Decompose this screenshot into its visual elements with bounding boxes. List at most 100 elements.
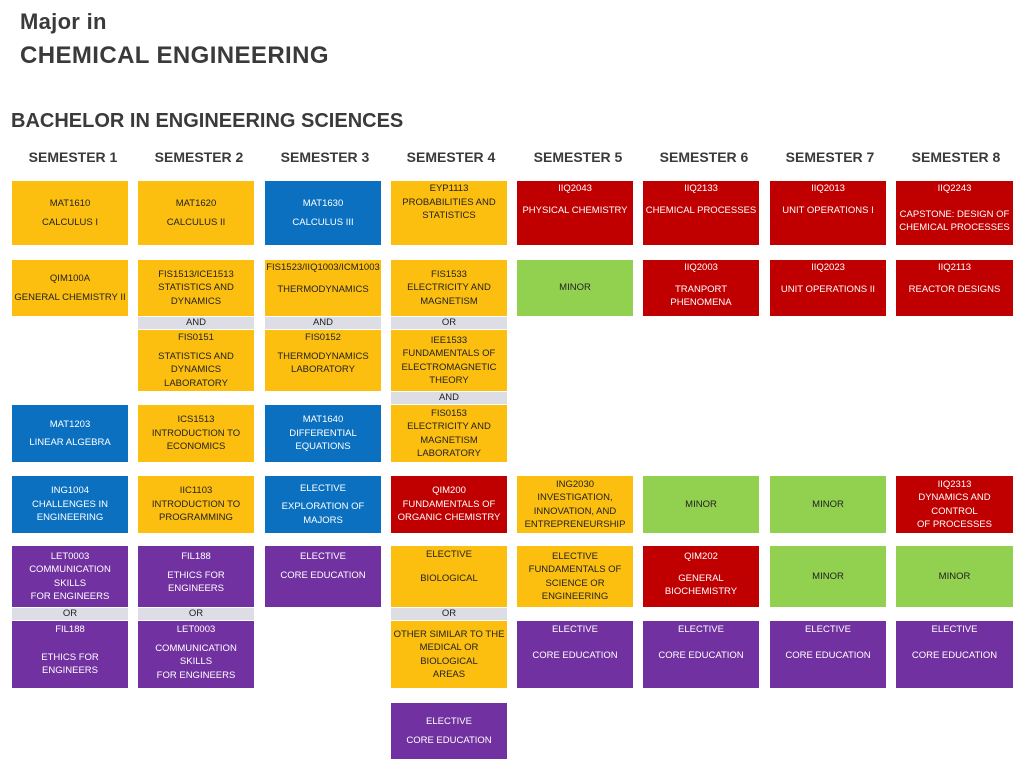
connector-and: AND [391,392,507,404]
course-name: STATISTICS AND DYNAMICS LABORATORY [158,350,234,389]
course-code: FIS1523/IIQ1003/ICM1003 [266,262,380,273]
course-name: FUNDAMENTALS OF ORGANIC CHEMISTRY [397,498,501,524]
course-code: ELECTIVE [805,624,851,635]
course-name: INTRODUCTION TO ECONOMICS [151,427,241,453]
course-name: EXPLORATION OF MAJORS [281,501,365,526]
course-box: OTHER SIMILAR TO THE MEDICAL OR BIOLOGIC… [391,621,507,688]
course-name: DYNAMICS AND CONTROL OF PROCESSES [917,492,992,530]
semester-header-3: SEMESTER 3 [280,149,370,165]
course-name: THERMODYNAMICS LABORATORY [277,350,369,376]
semester-header-5: SEMESTER 5 [533,149,623,165]
program-title: BACHELOR IN ENGINEERING SCIENCES [11,110,404,132]
course-code: IIQ2023 [811,262,845,273]
course-code: ELECTIVE [426,716,472,727]
course-box: IEE1533 FUNDAMENTALS OF ELECTROMAGNETIC … [391,330,507,391]
course-code: IIC1103 [179,485,213,497]
course-code: LET0003 [50,550,90,562]
course-box: IIQ2023 UNIT OPERATIONS II [770,260,886,316]
course-name: GENERAL BIOCHEMISTRY [664,572,738,598]
course-box: IIQ2043 PHYSICAL CHEMISTRY [517,181,633,245]
course-box: FIS0152 THERMODYNAMICS LABORATORY [265,330,381,391]
course-box: MAT1203 LINEAR ALGEBRA [12,405,128,462]
course-code: FIS0153 [431,407,467,419]
course-code: ELECTIVE [931,624,978,635]
course-code: MAT1630 [302,198,344,209]
course-box: ICS1513 INTRODUCTION TO ECONOMICS [138,405,254,462]
course-code: FIS1513/ICE1513 [158,268,234,280]
course-box: QIM200 FUNDAMENTALS OF ORGANIC CHEMISTRY [391,476,507,533]
course-box: MAT1620 CALCULUS II [138,181,254,245]
course-name: INTRODUCTION TO PROGRAMMING [151,498,241,524]
course-box: ELECTIVE EXPLORATION OF MAJORS [265,476,381,533]
course-code: ELECTIVE [300,482,346,494]
course-code: QIM100A [49,273,91,284]
semester-header-6: SEMESTER 6 [659,149,749,165]
course-box: QIM202 GENERAL BIOCHEMISTRY [643,546,759,607]
course-box: ELECTIVE CORE EDUCATION [643,621,759,688]
course-box: FIS0151 STATISTICS AND DYNAMICS LABORATO… [138,330,254,391]
course-name: ELECTRICITY AND MAGNETISM LABORATORY [407,421,491,459]
course-box: LET0003 COMMUNICATION SKILLS FOR ENGINEE… [138,621,254,688]
course-box: ELECTIVE CORE EDUCATION [896,621,1013,688]
course-code: ICS1513 [177,414,215,426]
course-name: UNIT OPERATIONS I [782,204,874,216]
connector-or: OR [391,317,507,329]
course-code: ELECTIVE [426,549,472,560]
course-code: MAT1620 [175,198,217,209]
course-code: FIL188 [181,551,211,562]
course-name: MINOR [812,570,844,582]
course-name: TRANPORT PHENOMENA [670,283,732,309]
course-name: PHYSICAL CHEMISTRY [522,204,628,216]
course-box: FIL188 ETHICS FOR ENGINEERS [138,546,254,607]
course-name: MINOR [685,498,717,510]
course-name: CHEMICAL PROCESSES [645,204,757,216]
course-code: ING1004 [50,485,90,497]
course-name: COMMUNICATION SKILLS FOR ENGINEERS [155,642,237,681]
course-name: MINOR [559,282,591,294]
course-box: IIQ2003 TRANPORT PHENOMENA [643,260,759,316]
semester-header-8: SEMESTER 8 [911,149,1001,165]
course-name: COMMUNICATION SKILLS FOR ENGINEERS [29,564,111,602]
course-box: IIQ2243 CAPSTONE: DESIGN OF CHEMICAL PRO… [896,181,1013,245]
course-name: ELECTRICITY AND MAGNETISM [407,282,491,307]
course-code: MAT1610 [49,198,91,209]
course-box: IIC1103 INTRODUCTION TO PROGRAMMING [138,476,254,533]
course-code: ING2030 [555,478,595,490]
course-name: CALCULUS II [166,216,226,228]
course-code: IIQ2133 [684,183,718,194]
course-name: STATISTICS AND DYNAMICS [158,282,234,307]
connector-or: OR [138,608,254,620]
course-code: IEE1533 [430,334,468,346]
course-code: ELECTIVE [300,551,346,562]
course-name: DIFFERENTIAL EQUATIONS [289,427,357,453]
course-name: REACTOR DESIGNS [908,283,1001,295]
course-name: THERMODYNAMICS [277,283,369,295]
course-name: ETHICS FOR ENGINEERS [41,651,99,677]
course-code: MAT1640 [302,414,344,426]
course-name: FUNDAMENTALS OF ELECTROMAGNETIC THEORY [401,348,497,386]
course-code: EYP1113 [429,183,469,194]
course-code: FIL188 [55,624,85,635]
course-name: LINEAR ALGEBRA [29,437,111,448]
course-box: MINOR [770,546,886,607]
major-name: CHEMICAL ENGINEERING [20,42,329,69]
semester-header-2: SEMESTER 2 [154,149,244,165]
course-name: CORE EDUCATION [658,649,744,661]
course-code: FIS0151 [178,332,214,343]
connector-and: AND [265,317,381,329]
course-code: ELECTIVE [552,624,598,635]
course-box: MINOR [643,476,759,533]
course-box: ELECTIVE CORE EDUCATION [391,703,507,759]
course-box: MAT1610 CALCULUS I [12,181,128,245]
course-box: MINOR [770,476,886,533]
semester-header-7: SEMESTER 7 [785,149,875,165]
course-box: IIQ2113 REACTOR DESIGNS [896,260,1013,316]
course-code: IIQ2313 [937,478,972,490]
connector-and: AND [138,317,254,329]
course-box: IIQ2313 DYNAMICS AND CONTROL OF PROCESSE… [896,476,1013,533]
course-name: CALCULUS I [42,216,98,228]
course-code: MAT1203 [49,418,91,430]
course-name: PROBABILITIES AND STATISTICS [402,196,496,222]
course-name: CORE EDUCATION [911,649,998,661]
course-name: MINOR [938,570,971,582]
